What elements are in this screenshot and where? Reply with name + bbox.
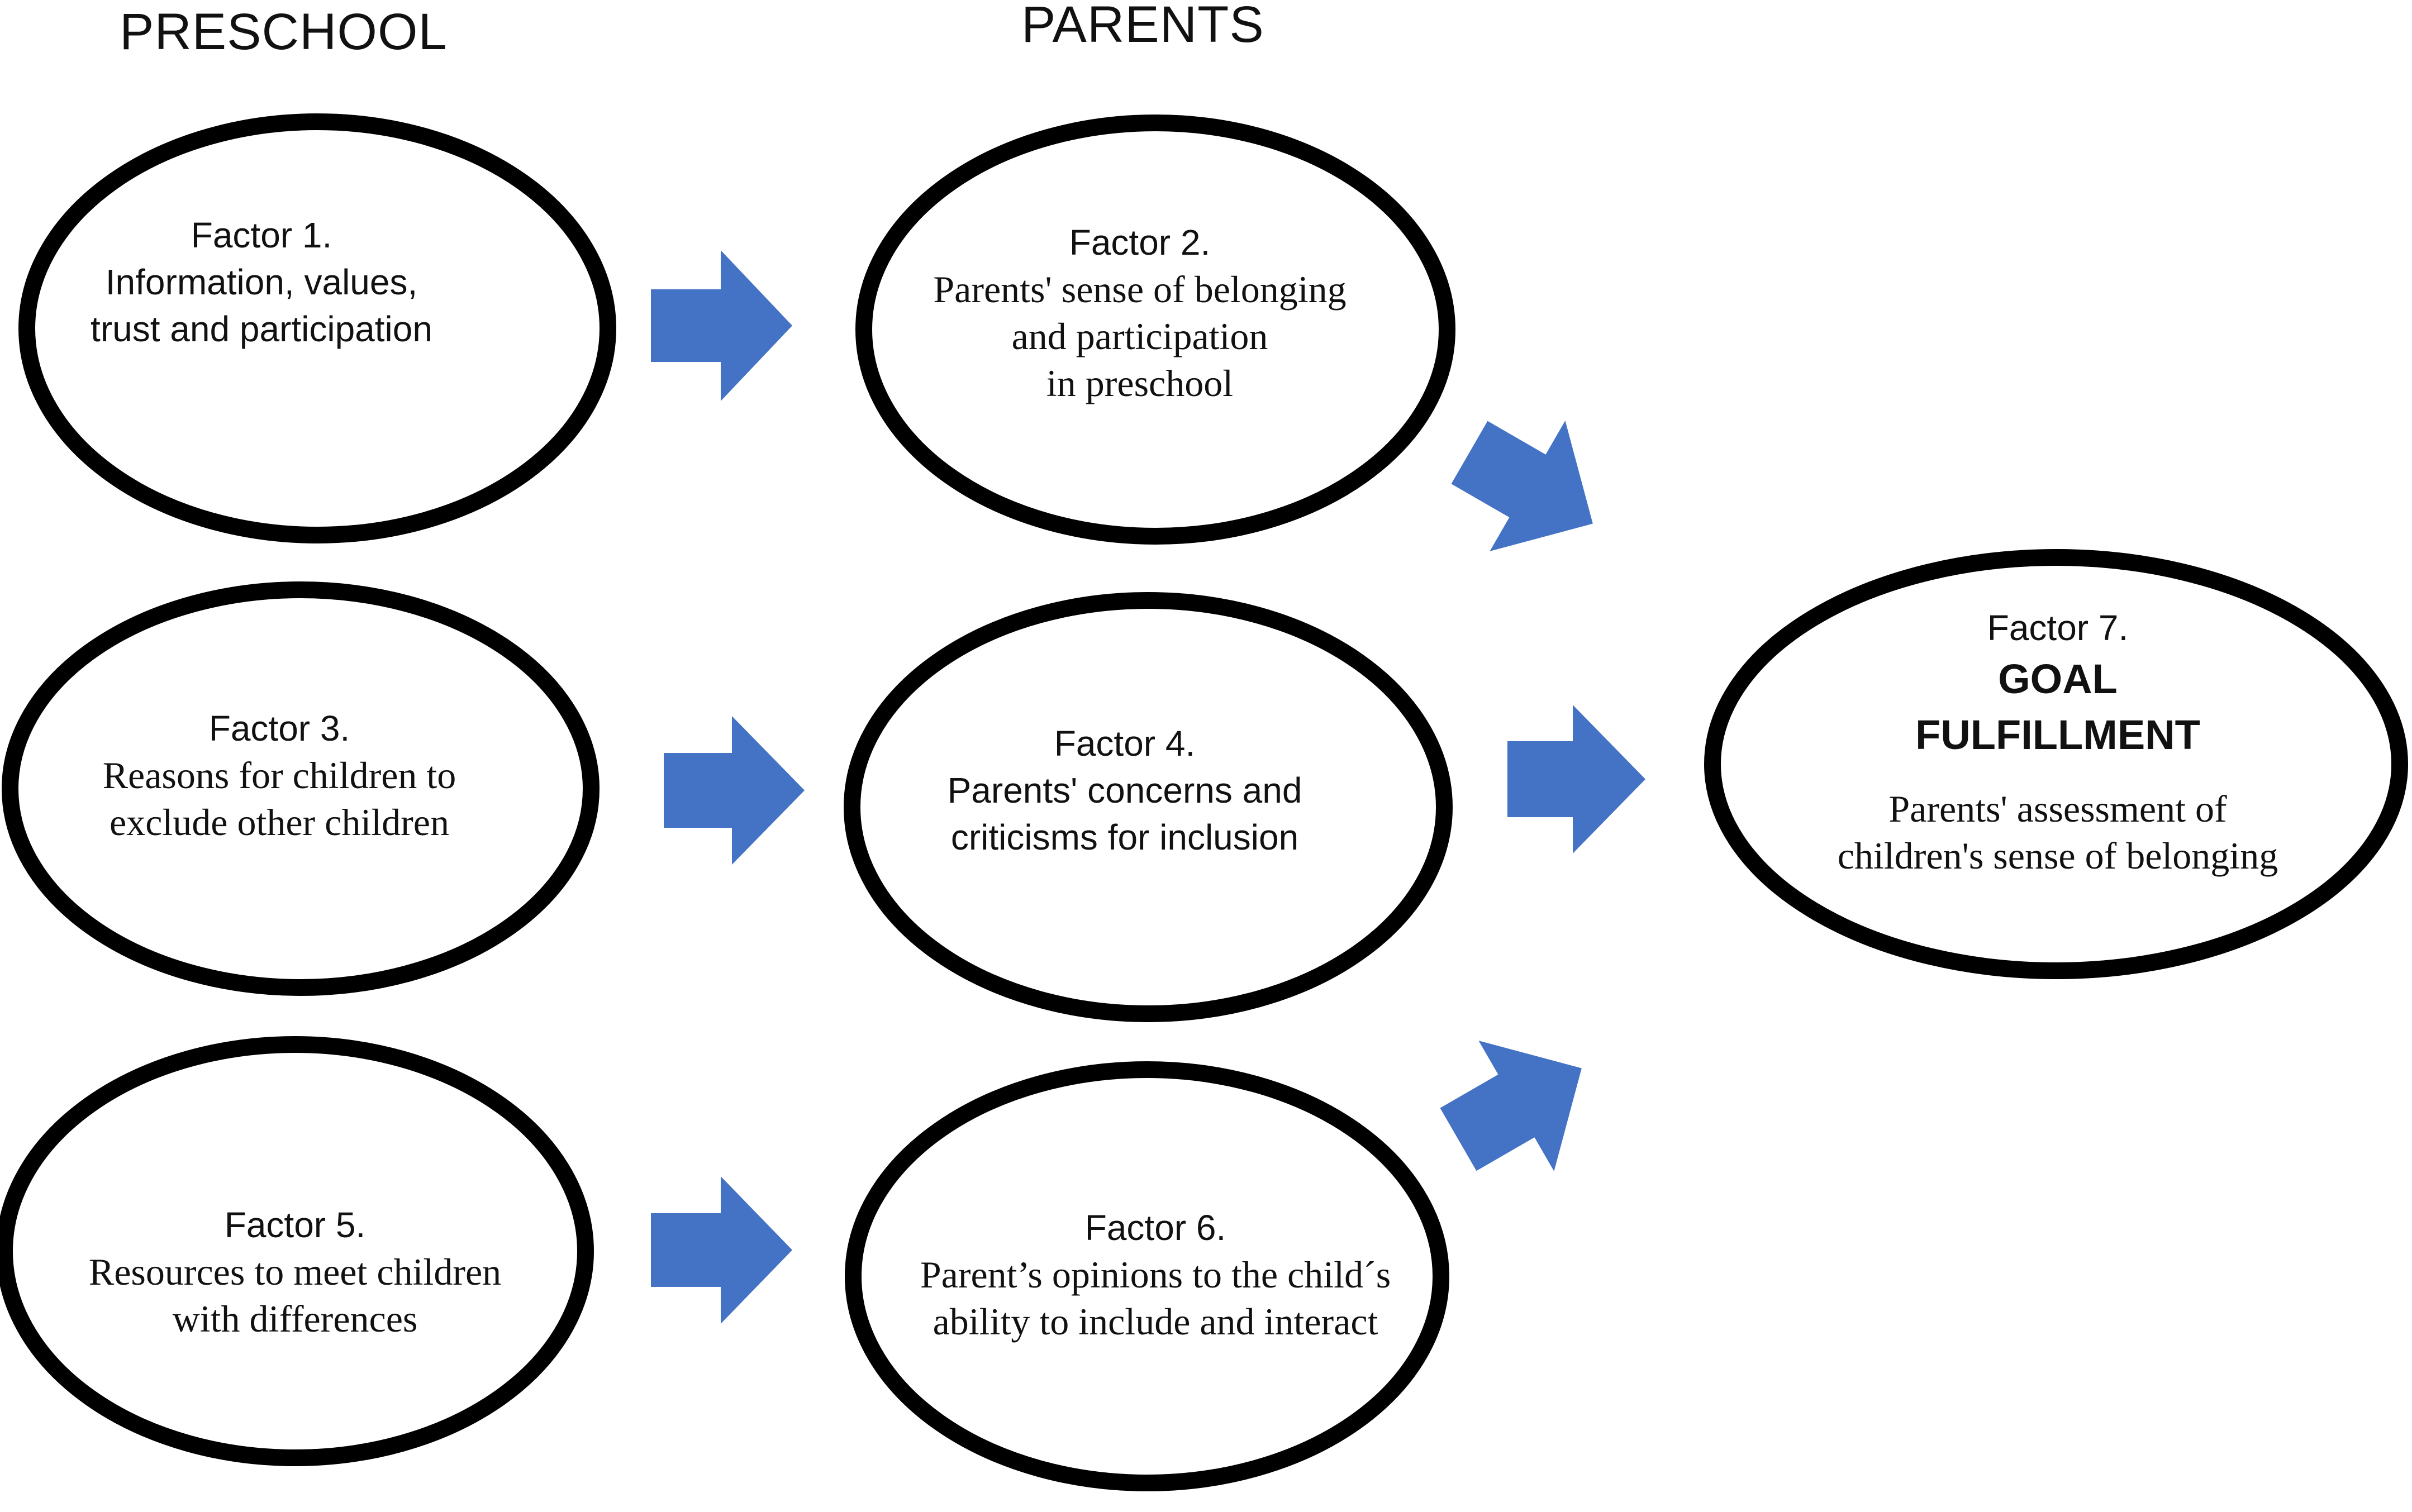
factor-4-label: Factor 4. [1054,723,1196,764]
factor-1-text: Factor 1. Information, values, trust and… [91,212,432,352]
parents-header: PARENTS [1021,0,1264,53]
factor-5-ellipse [0,1036,594,1466]
factor-4-line-2: criticisms for inclusion [950,817,1299,857]
factor-4-line-1: Parents' concerns and [947,770,1302,810]
factor-1-line-2: trust and participation [91,309,432,349]
factor-1-label: Factor 1. [191,215,332,255]
factor-7-label: Factor 7. [1987,608,2129,648]
factor-1-line-1: Information, values, [105,262,418,302]
factor-1-ellipse [18,113,616,543]
factor-5-line-2: with differences [172,1298,418,1340]
factor-3-text: Factor 3. Reasons for children to exclud… [103,705,456,846]
factor-4-ellipse [844,592,1453,1022]
factor-7-line-1: Parents' assessment of [1888,788,2227,830]
factor-7-ellipse [1704,549,2408,979]
factor-2-line-3: in preschool [1046,362,1234,404]
factor-7-text: Factor 7. GOAL FULFILLMENT Parents' asse… [1838,604,2278,879]
arrow-f4-to-f7 [1507,705,1645,853]
factor-5-label: Factor 5. [224,1205,366,1245]
factor-7-spacer [1838,763,2278,785]
factor-6-text: Factor 6. Parent’s opinions to the child… [920,1204,1391,1345]
arrow-f1-to-f2 [651,250,792,401]
factor-2-label: Factor 2. [1069,222,1211,263]
factor-6-line-2: ability to include and interact [933,1300,1378,1343]
factor-3-line-2: exclude other children [110,801,449,843]
factor-7-goal-line-1: GOAL [1998,656,2118,702]
factor-6-line-1: Parent’s opinions to the child´s [920,1253,1391,1296]
factor-4-text: Factor 4. Parents' concerns and criticis… [948,720,1302,861]
factor-5-line-1: Resources to meet children [88,1251,502,1293]
factor-2-line-2: and participation [1011,315,1268,357]
factor-7-goal-line-2: FULFILLMENT [1915,712,2200,758]
factor-2-ellipse [855,115,1455,545]
factor-3-line-1: Reasons for children to [102,754,456,796]
factor-2-text: Factor 2. Parents' sense of belonging an… [933,219,1346,407]
arrow-f3-to-f4 [664,716,805,865]
factor-6-ellipse [845,1061,1449,1491]
factor-3-label: Factor 3. [208,708,350,748]
factor-6-label: Factor 6. [1084,1208,1226,1248]
factor-3-ellipse [2,581,600,996]
arrow-f2-to-f7 [1451,421,1593,551]
factor-5-text: Factor 5. Resources to meet children wit… [89,1201,501,1342]
factor-2-line-1: Parents' sense of belonging [933,268,1347,311]
arrow-f6-to-f7 [1440,1041,1582,1171]
arrow-f5-to-f6 [651,1176,792,1324]
preschool-header: PRESCHOOL [120,3,448,60]
factor-7-line-2: children's sense of belonging [1837,834,2278,877]
